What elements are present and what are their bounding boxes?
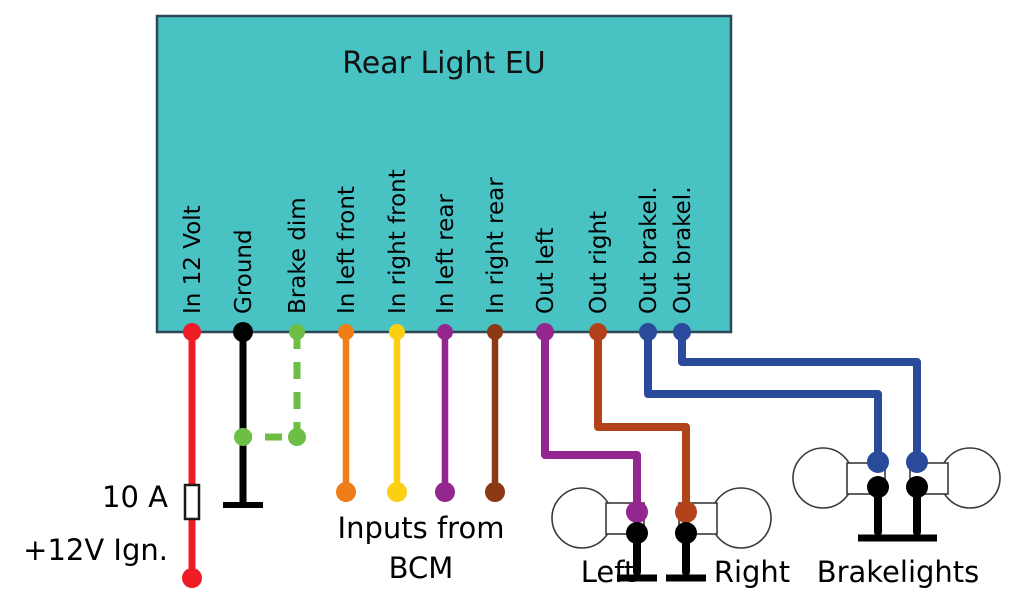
pin-label-brake-dim: Brake dim <box>285 197 311 314</box>
pin-label-in-left-front: In left front <box>334 186 360 314</box>
pin-dot-in-right-front[interactable] <box>389 324 405 340</box>
pin-label-in-12-volt: In 12 Volt <box>180 205 206 314</box>
pin-label-in-right-rear: In right rear <box>483 177 509 314</box>
pin-label-out-brakel-2: Out brakel. <box>670 186 696 314</box>
connection-dot-brakelight-left-ground[interactable] <box>867 476 889 498</box>
pin-dot-in-12-volt[interactable] <box>183 323 201 341</box>
pin-dot-in-right-rear[interactable] <box>487 324 503 340</box>
lamp-left-bulb-icon <box>551 487 613 549</box>
module-title: Rear Light EU <box>342 46 546 81</box>
pin-label-ground: Ground <box>231 229 257 314</box>
pin-dot-out-brakel-1[interactable] <box>639 323 657 341</box>
pin-dot-out-brakel-2[interactable] <box>673 323 691 341</box>
connection-dot-brakelight-left-supply[interactable] <box>867 451 889 473</box>
connection-dot-brakelight-right-ground[interactable] <box>906 476 928 498</box>
pin-dot-brake-dim[interactable] <box>289 324 305 340</box>
terminal-dot-12v-ign[interactable] <box>182 568 202 588</box>
pin-dot-in-left-rear[interactable] <box>437 324 453 340</box>
terminal-dot-in-right-rear[interactable] <box>485 482 505 502</box>
module-box[interactable] <box>155 14 733 334</box>
wire-out-left[interactable] <box>541 328 641 532</box>
connection-dot-lamp-right-ground[interactable] <box>675 522 697 544</box>
pin-label-in-right-front: In right front <box>385 169 411 314</box>
lamp-right-bulb-icon <box>710 487 772 549</box>
connection-dot-lamp-left-ground[interactable] <box>626 522 648 544</box>
wire-out-brakelight-1[interactable] <box>644 328 882 466</box>
pin-label-in-left-rear: In left rear <box>433 194 459 314</box>
junction-dot-brake-dim-ground[interactable] <box>288 428 306 446</box>
pin-label-out-left: Out left <box>533 228 559 314</box>
connection-dot-brakelight-right-supply[interactable] <box>906 451 928 473</box>
pin-label-out-brakel-1: Out brakel. <box>636 186 662 314</box>
lamp-brakelight-right-bulb-icon <box>939 447 1001 509</box>
fuse-symbol[interactable] <box>183 483 201 521</box>
connection-dot-lamp-left-supply[interactable] <box>626 501 648 523</box>
bcm-inputs-label-line2: BCM <box>389 551 454 585</box>
wire-out-brakelight-2[interactable] <box>678 328 921 466</box>
junction-dot-ground-brake-dim[interactable] <box>234 428 252 446</box>
pin-dot-ground[interactable] <box>233 322 253 342</box>
wire-out-right[interactable] <box>594 328 690 532</box>
lamp-brakelight-left-bulb-icon <box>792 447 854 509</box>
pin-dot-in-left-front[interactable] <box>338 324 354 340</box>
bcm-inputs-label-line1: Inputs from <box>338 511 505 545</box>
pin-dot-out-right[interactable] <box>589 323 607 341</box>
fuse-rating-label: 10 A <box>102 480 168 514</box>
pin-dot-out-left[interactable] <box>536 323 554 341</box>
power-source-label: +12V Ign. <box>23 533 168 567</box>
pin-label-out-right: Out right <box>586 211 612 314</box>
wire-brake-dim[interactable] <box>247 332 301 441</box>
connection-dot-lamp-right-supply[interactable] <box>675 501 697 523</box>
terminal-dot-in-right-front[interactable] <box>387 482 407 502</box>
terminal-dot-in-left-rear[interactable] <box>435 482 455 502</box>
brakelights-label: Brakelights <box>817 555 980 589</box>
lamp-right-label: Right <box>714 555 790 589</box>
lamp-left-label: Left <box>581 555 636 589</box>
terminal-dot-in-left-front[interactable] <box>336 482 356 502</box>
